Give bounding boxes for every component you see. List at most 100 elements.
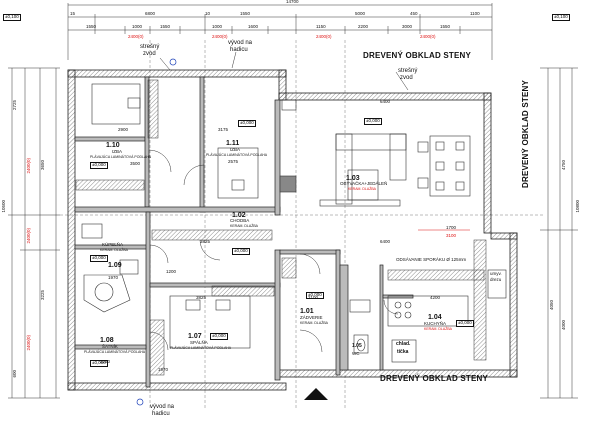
dim-left-8: 10500 (1, 200, 6, 213)
sink-label-b: drezu (490, 277, 502, 282)
room-1-09-no: 1.09 (108, 262, 122, 269)
room-1-01-level: ±0,000 (306, 292, 324, 299)
room-1-01-no: 1.01 (300, 308, 314, 315)
inner-dim-1: 2900 (118, 127, 129, 132)
room-1-07-level: ±0,000 (210, 333, 228, 340)
room-1-04-no: 1.04 (428, 314, 442, 321)
dim-right-2: 4050 (549, 300, 554, 311)
roof-drain-label-b: zvod (143, 51, 156, 57)
room-1-09-name: KÚPEĽŇA (102, 242, 124, 247)
inner-walls (74, 76, 414, 388)
dim-row3-5: 1600 (248, 24, 259, 29)
room-1-11-level: ±0,000 (238, 120, 256, 127)
inner-dim-11: 3825 (196, 295, 207, 300)
inner-dim-7: 6400 (380, 239, 391, 244)
dim-right-3: 10800 (575, 200, 580, 213)
bathroom-fixtures (81, 223, 371, 354)
entrance-triangle (304, 388, 328, 400)
hose-outlet-top: vývod na (228, 40, 253, 46)
inner-dim-15: 4200 (430, 295, 441, 300)
room-1-10-name: IZBA (112, 149, 123, 154)
roof-drain-label-2: strešný (398, 68, 418, 74)
inner-dim-18: 1970 (158, 367, 169, 372)
inner-dim-10: 3825 (200, 239, 211, 244)
fridge-label: chlad. (396, 341, 411, 347)
room-1-11-name: IZBA (230, 147, 241, 152)
wood-cladding-top: DREVENÝ OBKLAD STENY (363, 51, 472, 60)
living-furniture (279, 99, 471, 207)
room-1-08-name: ŠATNÍK (102, 344, 118, 349)
hose-outlet-bottom: vývod na (150, 404, 175, 410)
side-dimension-lines (8, 67, 578, 399)
room-1-04-sub: KERAM. DLAŽBA (424, 327, 453, 331)
room-1-01-name: ZÁDVERIE (300, 315, 323, 320)
dim-red-3: 2400(0) (316, 34, 332, 39)
room-1-10-no: 1.10 (106, 142, 120, 149)
room-1-02-sub: KERAM. DLAŽBA (230, 224, 259, 228)
roof-drain-label-2b: zvod (400, 75, 413, 81)
dim-left-4: 2400(0) (26, 228, 31, 244)
inner-dim-16: 1200 (166, 269, 177, 274)
room-1-02-level: ±0,000 (232, 248, 250, 255)
dim-left-1: 2725 (12, 100, 17, 111)
dim-row3-3: 1550 (160, 24, 171, 29)
dim-row3-1: 1550 (86, 24, 97, 29)
inner-dim-17: 1970 (108, 275, 119, 280)
room-1-07-no: 1.07 (188, 333, 202, 340)
dim-row3-6: 1150 (316, 24, 326, 29)
dim-red-1: 2400(0) (128, 34, 144, 39)
inner-dim-13: 2100 (308, 295, 319, 300)
fridge-label-b: tička (397, 349, 409, 355)
wood-cladding-bottom: DREVENÝ OBKLAD STENY (380, 374, 489, 383)
inner-dim-9: 3100 (446, 233, 457, 238)
roof-drain-label: strešný (140, 44, 160, 50)
room-1-04-name: KUCHYŇA (424, 321, 447, 326)
sink-label: umyv. (490, 271, 502, 276)
room-1-08-sub: PLÁVAJÚCA LAMINÁTOVÁ PODLAHA (84, 350, 146, 354)
hood-exhaust: ODSÁVANIE SPORÁKU Ø 125mm (396, 257, 467, 262)
room-1-03-name: OBÝVAČKA+JEDÁLEŇ (340, 181, 388, 186)
hose-outlet-bottom-b: hadicu (152, 411, 170, 417)
drain-markers (136, 58, 177, 406)
dim-row3-2: 1000 (132, 24, 143, 29)
room-1-09-sub: KERAM. DLAŽBA (100, 248, 129, 252)
inner-dim-3: 3175 (218, 127, 229, 132)
room-1-03-level: ±0,000 (364, 118, 382, 125)
hose-outlet-top-b: hadicu (230, 47, 248, 53)
inner-dim-12: 2250 (100, 359, 111, 364)
dim-left-2: 2400(0) (26, 158, 31, 174)
inner-dim-2: 3500 (130, 161, 141, 166)
dim-top-3: 10 (205, 11, 211, 16)
dim-top-1: 15 (70, 11, 76, 16)
dim-right-4: 4000 (561, 320, 566, 331)
beds (91, 83, 259, 349)
dim-row3-4: 1000 (212, 24, 223, 29)
room-1-11-no: 1.11 (226, 140, 240, 147)
dim-total: 14700 (286, 0, 299, 4)
dim-row3-8: 3000 (402, 24, 413, 29)
room-1-04-level: ±0,000 (456, 320, 474, 327)
dim-top-2: 6800 (145, 11, 156, 16)
room-1-03-no: 1.03 (346, 175, 360, 182)
dim-red-4: 2400(0) (420, 34, 436, 39)
room-1-08-no: 1.08 (100, 337, 114, 344)
room-1-03-sub: KERAM. DLAŽBA (348, 187, 377, 191)
dim-row3-7: 2200 (358, 24, 369, 29)
dim-left-7: 2400(0) (26, 335, 31, 351)
kitchen-counter (387, 269, 507, 363)
dim-red-2: 2400(0) (212, 34, 228, 39)
level-mark-left: ±0,100 (3, 14, 21, 21)
level-mark-right: ±0,100 (552, 14, 570, 21)
top-dimension-lines (67, 3, 493, 60)
dim-top-7: 1100 (470, 11, 480, 16)
room-1-09-level: ±0,000 (90, 255, 108, 262)
room-1-10-level: ±0,000 (90, 162, 108, 169)
inner-dim-4: 2575 (228, 159, 239, 164)
room-1-05-no: 1.05 (352, 343, 362, 349)
dim-left-3: 3650 (40, 160, 45, 171)
room-1-02-no: 1.02 (232, 212, 246, 219)
room-1-08-level: ±0,000 (90, 360, 108, 367)
dim-top-6: 450 (410, 11, 418, 16)
